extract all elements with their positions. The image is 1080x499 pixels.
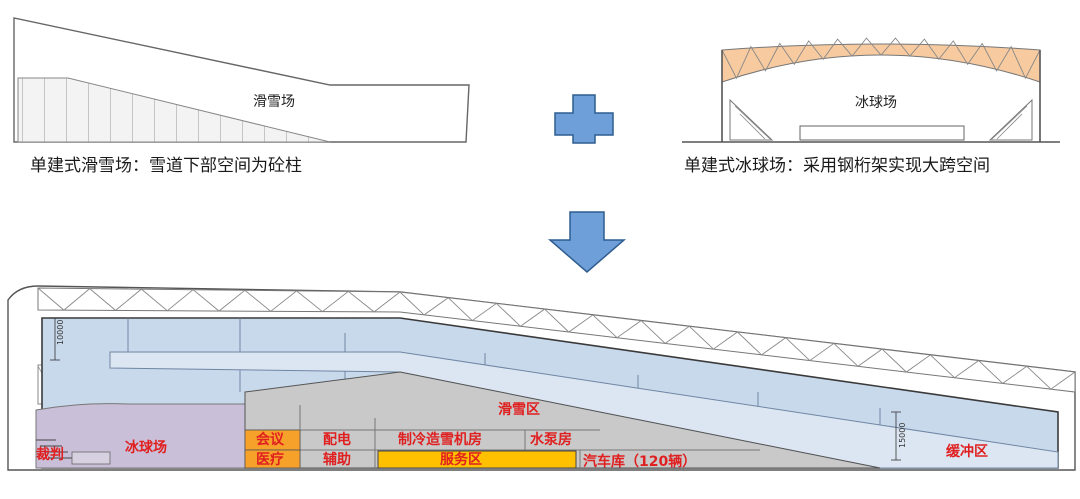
zone-meeting: 会议 <box>256 431 285 448</box>
zone-rink: 冰球场 <box>125 439 167 456</box>
ice-rink-elevation: 冰球场 <box>682 37 1060 143</box>
zone-aux: 辅助 <box>323 451 351 468</box>
roof-truss-lines <box>721 37 1041 80</box>
zone-service: 服务区 <box>440 451 482 468</box>
zone-medical: 医疗 <box>256 451 284 468</box>
zone-power: 配电 <box>323 431 351 448</box>
zone-buffer: 缓冲区 <box>946 443 988 460</box>
zone-referee: 裁判 <box>36 446 64 463</box>
service-area <box>377 450 577 469</box>
down-arrow-icon <box>547 211 627 273</box>
ski-hall-caption: 单建式滑雪场：雪道下部空间为砼柱 <box>30 156 302 176</box>
zone-garage: 汽车库（120辆） <box>583 453 696 470</box>
zone-ski: 滑雪区 <box>498 401 540 418</box>
medical-room <box>244 449 301 469</box>
ice-rink-label: 冰球场 <box>855 95 897 111</box>
ski-hall-elevation: 滑雪场 <box>13 17 470 143</box>
plus-icon <box>554 94 614 144</box>
dimension-left: 10000 <box>56 320 65 345</box>
zone-refrigeration: 制冷造雪机房 <box>398 431 482 448</box>
zone-pump: 水泵房 <box>530 431 572 448</box>
dimension-right: 15000 <box>898 423 907 448</box>
combined-section: 10000 15000 滑雪区 冰球场 裁判 会议 医疗 配电 辅助 制冷造雪机… <box>7 285 1076 471</box>
ice-rink-caption: 单建式冰球场：采用钢桁架实现大跨空间 <box>684 156 990 176</box>
ski-hall-label: 滑雪场 <box>253 93 295 110</box>
